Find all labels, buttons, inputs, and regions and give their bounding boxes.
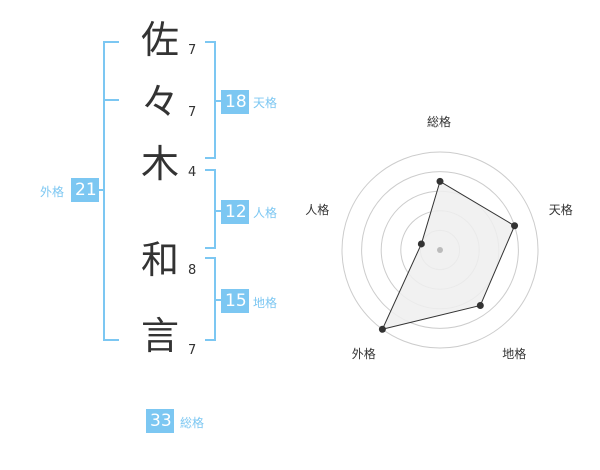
name-char-2: 々 — [140, 80, 179, 124]
radar-ring — [361, 171, 519, 329]
radar-axis-label: 外格 — [351, 346, 376, 361]
stroke-count-5: 7 — [188, 343, 197, 358]
soukaku-label: 総格 — [180, 416, 205, 430]
jinkaku-bracket — [205, 169, 216, 249]
tenkaku-value-badge: 18 — [221, 90, 249, 114]
name-char-1: 佐 — [140, 18, 179, 62]
soukaku-value-badge: 33 — [146, 409, 174, 433]
radar-area — [381, 180, 516, 331]
stroke-count-3: 4 — [188, 165, 197, 180]
radar-point — [378, 325, 386, 333]
name-char-4: 和 — [140, 238, 179, 282]
radar-point — [436, 177, 444, 185]
radar-axis-label: 人格 — [305, 203, 330, 218]
stroke-count-4: 8 — [188, 263, 197, 278]
chikaku-label: 地格 — [253, 296, 278, 310]
radar-center-dot — [437, 247, 443, 253]
jinkaku-value-badge: 12 — [221, 200, 249, 224]
radar-point — [476, 301, 484, 309]
radar-axis-label: 地格 — [502, 346, 527, 361]
gaikaku-value-badge: 21 — [71, 178, 99, 202]
radar-ring — [341, 151, 539, 349]
tenkaku-label: 天格 — [253, 96, 278, 110]
radar-axis-label: 天格 — [548, 203, 573, 218]
name-char-5: 言 — [140, 314, 179, 358]
radar-points — [378, 177, 519, 333]
jinkaku-label: 人格 — [253, 206, 278, 220]
stroke-count-1: 7 — [188, 43, 197, 58]
stroke-count-2: 7 — [188, 105, 197, 120]
radar-point — [417, 240, 425, 248]
radar-point — [511, 222, 519, 230]
name-char-3: 木 — [140, 142, 179, 186]
gaikaku-label: 外格 — [40, 185, 65, 199]
radar-axis-label: 総格 — [427, 115, 452, 129]
chikaku-value-badge: 15 — [221, 289, 249, 313]
